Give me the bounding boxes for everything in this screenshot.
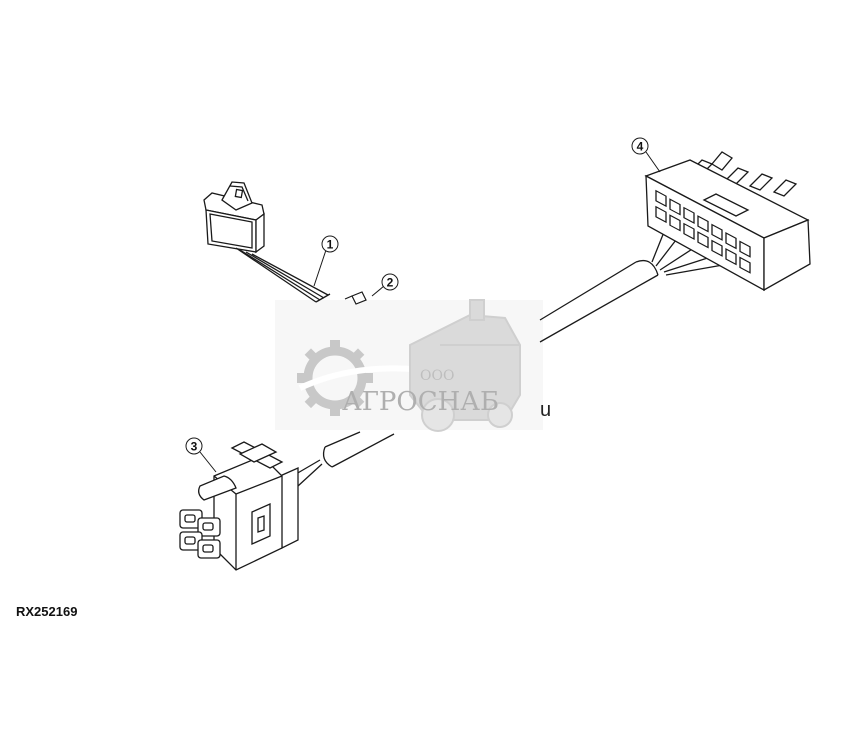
callout-2-label: 2 (387, 276, 394, 290)
watermark-prefix: ООО (420, 368, 454, 384)
callout-3: 3 (185, 437, 217, 473)
harness-cable (295, 231, 741, 487)
multi-pin-connector (644, 151, 811, 292)
harvester-icon (409, 299, 521, 432)
callout-4: 4 (631, 137, 661, 173)
watermark-suffix: u (540, 399, 551, 421)
callout-2: 2 (371, 273, 399, 297)
callout-4-label: 4 (637, 140, 644, 154)
four-pin-connector (179, 441, 299, 571)
callout-1: 1 (313, 235, 339, 287)
terminal-connector (344, 291, 367, 305)
rocker-switch (203, 181, 331, 303)
figure-reference-code: RX252169 (16, 604, 78, 619)
callout-1-label: 1 (327, 238, 334, 252)
callout-3-label: 3 (191, 440, 198, 454)
watermark: ООО АГРОСНАБ (275, 299, 543, 432)
watermark-brand: АГРОСНАБ (342, 387, 499, 417)
